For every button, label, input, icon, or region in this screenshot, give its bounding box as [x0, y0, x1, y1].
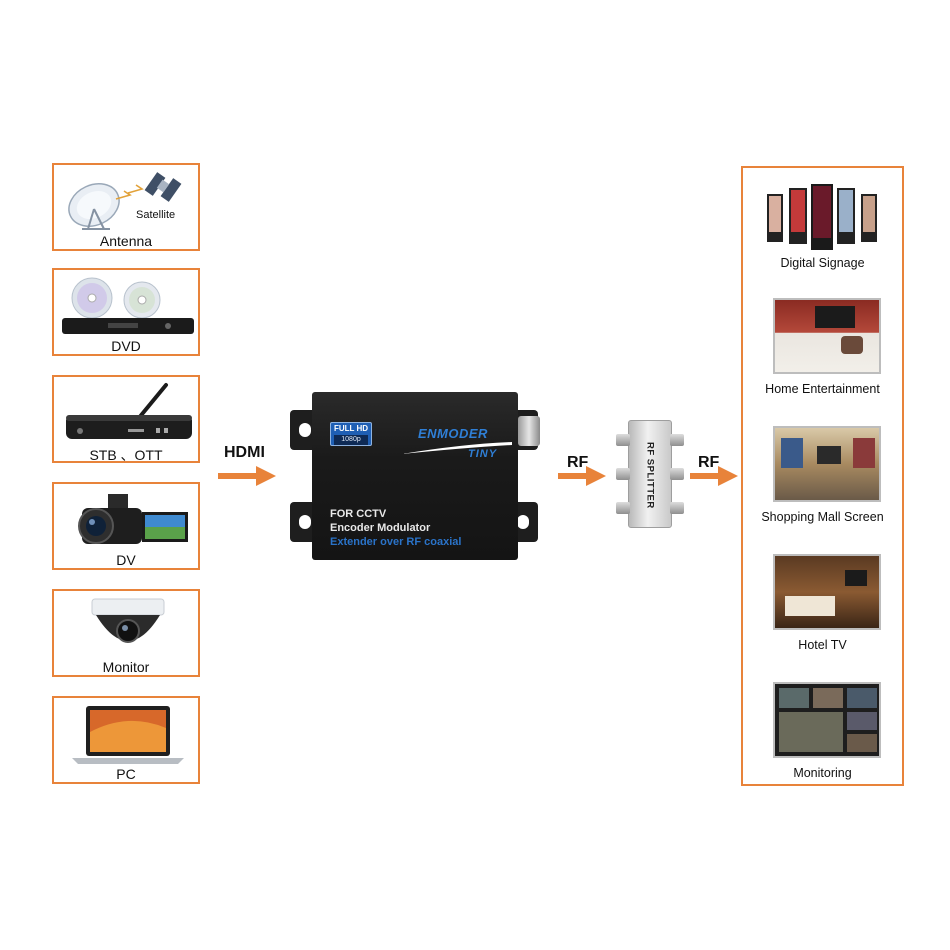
source-label-dvd: DVD	[111, 338, 141, 354]
shopping-mall-icon	[773, 426, 881, 502]
destinations-panel: Digital Signage Home Entertainment Shopp…	[741, 166, 904, 786]
rf-out-arrow-icon	[690, 466, 738, 486]
laptop-icon	[72, 706, 184, 764]
source-monitor: Monitor	[52, 589, 200, 677]
satellite-dish-icon	[68, 172, 182, 230]
destination-label: Monitoring	[793, 766, 852, 780]
brand-swoosh-icon	[402, 442, 512, 454]
camcorder-icon	[78, 494, 188, 544]
source-antenna: Satellite Antenna	[52, 163, 200, 251]
source-dvd: DVD	[52, 268, 200, 356]
source-label-monitor: Monitor	[102, 659, 150, 675]
source-label-antenna: Antenna	[99, 233, 153, 249]
brand-subname: TINY	[468, 448, 498, 460]
rf-splitter-device: RF SPLITTER	[612, 410, 688, 538]
destination-label: Shopping Mall Screen	[761, 510, 884, 524]
encoder-text-line2: Encoder Modulator	[330, 522, 431, 534]
source-stb: STB 、OTT	[52, 375, 200, 463]
monitoring-screen-icon	[773, 682, 881, 758]
destination-label: Hotel TV	[798, 638, 847, 652]
dvd-player-icon	[62, 277, 194, 334]
rf-in-label: RF	[567, 454, 589, 471]
encoder-text-line3: Extender over RF coaxial	[330, 536, 462, 548]
hdmi-label: HDMI	[224, 444, 265, 461]
hdmi-arrow-icon	[218, 466, 276, 486]
source-sublabel-satellite: Satellite	[136, 209, 176, 221]
rf-connector-icon	[518, 416, 540, 446]
badge-bottom-text: 1080p	[334, 435, 368, 445]
source-dv: DV	[52, 482, 200, 570]
splitter-port	[670, 434, 684, 446]
splitter-port	[616, 468, 630, 480]
splitter-port	[670, 468, 684, 480]
destination-label: Digital Signage	[780, 256, 865, 270]
full-hd-badge: FULL HD 1080p	[330, 422, 372, 446]
source-label-stb: STB 、OTT	[89, 447, 163, 463]
destination-label: Home Entertainment	[765, 382, 880, 396]
set-top-box-icon	[66, 383, 192, 439]
encoder-modulator-device: FULL HD 1080p ENMODER TINY FOR CCTV Enco…	[290, 392, 550, 560]
source-pc: PC	[52, 696, 200, 784]
digital-signage-icon	[767, 184, 877, 250]
source-label-dv: DV	[116, 552, 136, 568]
splitter-label: RF SPLITTER	[644, 441, 656, 509]
home-entertainment-icon	[773, 298, 881, 374]
splitter-port	[616, 434, 630, 446]
rf-out-label: RF	[698, 454, 720, 471]
hotel-room-icon	[773, 554, 881, 630]
encoder-body	[312, 392, 518, 560]
dome-camera-icon	[91, 598, 165, 643]
encoder-text-line1: FOR CCTV	[330, 508, 387, 520]
splitter-port	[670, 502, 684, 514]
brand-name: ENMODER	[418, 426, 488, 441]
splitter-port	[616, 502, 630, 514]
splitter-body	[628, 420, 672, 528]
rf-in-arrow-icon	[558, 466, 606, 486]
source-label-pc: PC	[116, 766, 136, 782]
badge-top-text: FULL HD	[333, 424, 369, 433]
